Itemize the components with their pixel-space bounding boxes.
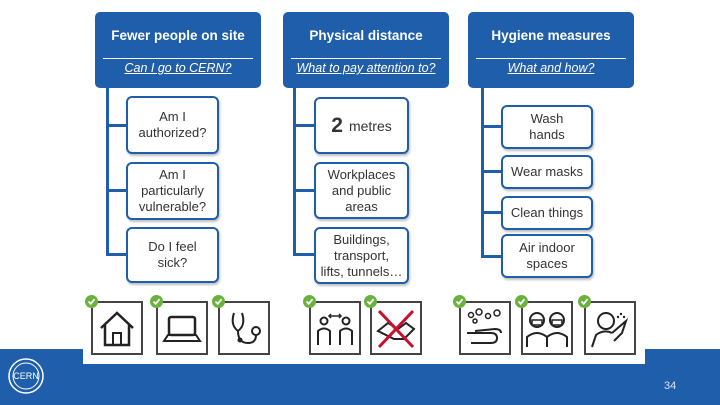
pictogram-hand-washing	[459, 301, 511, 355]
tree-connector	[106, 253, 126, 256]
divider	[476, 58, 626, 59]
check-icon	[150, 295, 163, 308]
distance-number: 2	[331, 113, 343, 137]
column-header-hygiene: Hygiene measures What and how?	[468, 12, 634, 88]
column-title: Physical distance	[309, 28, 423, 43]
column-title: Hygiene measures	[491, 28, 611, 43]
distance-unit: metres	[348, 117, 392, 134]
tree-connector	[481, 88, 484, 258]
check-icon	[303, 295, 316, 308]
column-subtitle: Can I go to CERN?	[124, 61, 232, 75]
pictogram-no-handshake	[370, 301, 422, 355]
laptop-icon	[162, 315, 202, 342]
column-subtitle: What and how?	[507, 61, 595, 75]
column-header-distance: Physical distance What to pay attention …	[283, 12, 449, 88]
question-sick: Do I feel sick?	[126, 227, 219, 283]
tree-connector	[481, 125, 501, 128]
house-icon	[100, 311, 134, 347]
air-indoor-spaces: Air indoor spaces	[501, 234, 593, 278]
column-title: Fewer people on site	[111, 28, 245, 43]
wash-hands: Wash hands	[501, 105, 593, 149]
column-header-people: Fewer people on site Can I go to CERN?	[95, 12, 261, 88]
tree-connector	[293, 124, 314, 127]
distance-two-metres: 2 metres	[314, 97, 409, 154]
pictogram-house	[91, 301, 143, 355]
hand-washing-icon	[467, 308, 502, 344]
wear-masks: Wear masks	[501, 155, 593, 189]
logo-text: CERN	[13, 371, 39, 381]
tree-connector	[481, 255, 501, 258]
tree-connector	[293, 88, 296, 256]
check-icon	[212, 295, 225, 308]
pictogram-distance	[309, 301, 361, 355]
divider	[291, 58, 441, 59]
question-authorized: Am I authorized?	[126, 96, 219, 154]
check-icon	[515, 295, 528, 308]
tree-connector	[106, 88, 109, 256]
check-icon	[364, 295, 377, 308]
buildings-transport: Buildings, transport, lifts, tunnels…	[314, 227, 409, 284]
stethoscope-icon	[231, 312, 261, 345]
masked-people-icon	[526, 312, 568, 347]
no-handshake-icon	[376, 309, 416, 349]
pictogram-masks	[521, 301, 573, 355]
pictogram-laptop	[156, 301, 208, 355]
page-number: 34	[664, 380, 677, 392]
column-subtitle: What to pay attention to?	[296, 61, 436, 75]
tree-connector	[481, 211, 501, 214]
sneeze-elbow-icon	[591, 312, 629, 348]
tree-connector	[481, 170, 501, 173]
clean-things: Clean things	[501, 196, 593, 230]
pictogram-sneeze-elbow	[584, 301, 636, 355]
check-icon	[85, 295, 98, 308]
question-vulnerable: Am I particularly vulnerable?	[126, 162, 219, 220]
people-distance-icon	[317, 313, 353, 345]
workplaces-public-areas: Workplaces and public areas	[314, 162, 409, 219]
tree-connector	[106, 124, 126, 127]
tree-connector	[106, 189, 126, 192]
tree-connector	[293, 253, 314, 256]
cern-logo-icon: CERN	[8, 358, 44, 394]
pictogram-stethoscope	[218, 301, 270, 355]
tree-connector	[293, 189, 314, 192]
check-icon	[578, 295, 591, 308]
divider	[103, 58, 253, 59]
check-icon	[453, 295, 466, 308]
